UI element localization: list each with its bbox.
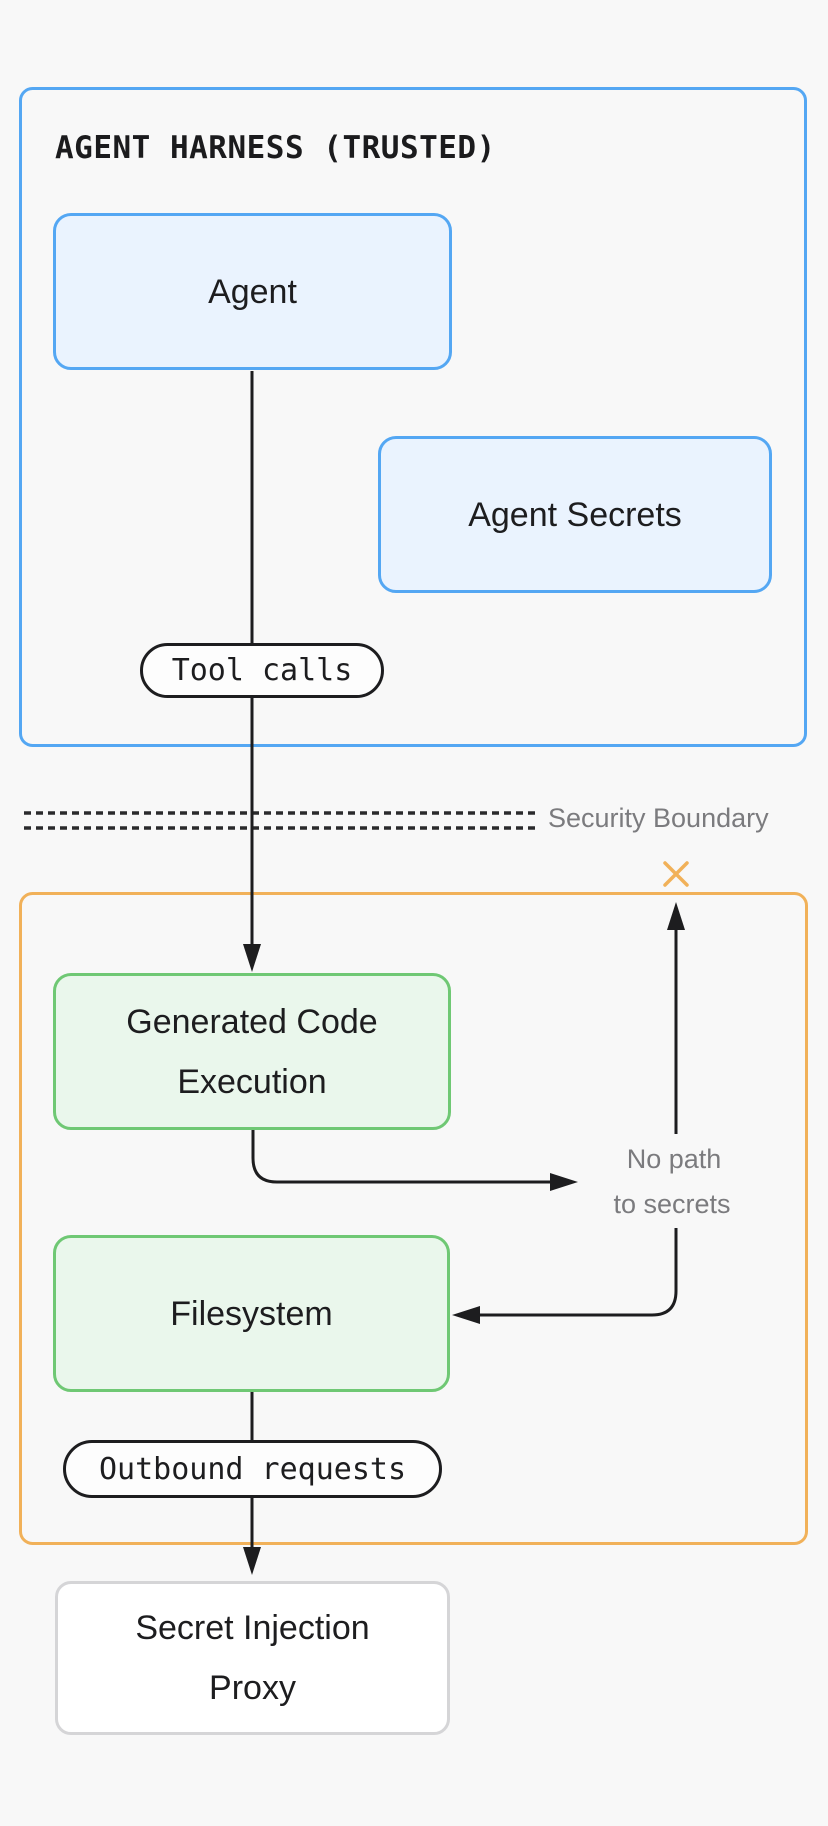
tool-calls-pill: Tool calls: [140, 643, 384, 698]
node-secret-injection-proxy: Secret Injection Proxy: [55, 1581, 450, 1735]
arrowhead-down-icon: [243, 944, 261, 972]
sandbox-zone-border: [19, 892, 808, 1545]
arrow-execution-to-note: [251, 1130, 578, 1191]
outbound-requests-pill: Outbound requests: [63, 1440, 442, 1498]
no-path-note-line1: No path: [626, 1144, 722, 1174]
node-secret-proxy-line2: Proxy: [209, 1669, 296, 1707]
outbound-requests-pill-label: Outbound requests: [98, 1451, 407, 1487]
node-agent-label: Agent: [208, 272, 297, 311]
node-generated-code-execution: Generated Code Execution: [53, 973, 451, 1130]
no-path-note-line2: to secrets: [613, 1189, 731, 1219]
security-boundary-label: Security Boundary: [548, 803, 769, 833]
arrow-note-to-filesystem: [452, 1228, 678, 1324]
node-agent: Agent: [53, 213, 452, 370]
tool-calls-pill-label: Tool calls: [171, 653, 353, 688]
node-filesystem: Filesystem: [53, 1235, 450, 1392]
node-filesystem-label: Filesystem: [170, 1294, 333, 1333]
x-mark-icon: [663, 861, 689, 887]
node-agent-secrets-label: Agent Secrets: [468, 495, 682, 534]
node-agent-secrets: Agent Secrets: [378, 436, 772, 593]
arrowhead-up-icon: [667, 902, 685, 930]
trusted-zone-title: AGENT HARNESS (TRUSTED): [55, 130, 496, 166]
arrow-blocked-up: [667, 902, 685, 1134]
trusted-zone-border: [19, 87, 807, 747]
node-generated-code-line1: Generated Code: [126, 1002, 378, 1041]
node-secret-proxy-line1: Secret Injection: [135, 1609, 370, 1647]
arrowhead-left-icon: [452, 1306, 480, 1324]
node-generated-code-line2: Execution: [177, 1062, 327, 1101]
arrowhead-right-icon: [550, 1173, 578, 1191]
arrowhead-down-icon: [243, 1547, 261, 1575]
